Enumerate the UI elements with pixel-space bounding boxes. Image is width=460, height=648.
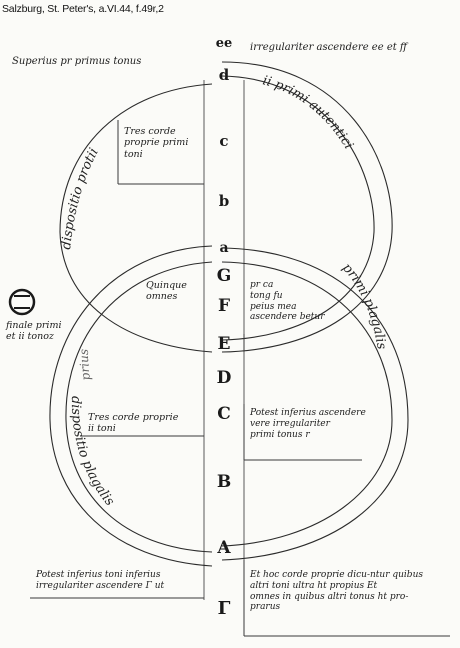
annotation-lower-left-box: Tres corde proprie ii toni	[88, 412, 179, 435]
gamut-letter: D	[216, 368, 232, 388]
gamut-letter: Γ	[217, 598, 231, 619]
gamut-letter: F	[217, 296, 231, 316]
plagal-arc-right-inner	[221, 261, 393, 547]
annotation-mid-right: pr ca tong fu peius mea ascendere betur	[250, 280, 325, 323]
arc-label-upper-right: ii primi autentici	[261, 73, 356, 152]
initial-d-glyph	[14, 295, 30, 309]
annotation-top-right: irregulariter ascendere ee et ff	[250, 42, 408, 53]
gamut-letter: ee	[215, 36, 233, 51]
gamut-letter: C	[217, 404, 231, 424]
arc-label-upper-left: dispositio protii	[59, 146, 102, 251]
gamut-letter: G	[216, 266, 232, 286]
initial-d-glyph	[8, 288, 36, 316]
plagal-arc-left	[49, 245, 213, 567]
plagal-arc-left-inner	[65, 261, 213, 553]
gamut-letter: b	[218, 192, 230, 210]
gamut-letter: A	[217, 538, 231, 558]
annotation-bottom-left: Potest inferius toni inferius irregulari…	[36, 570, 165, 591]
page-caption: Salzburg, St. Peter's, a.VI.44, f.49r,2	[2, 3, 164, 15]
authentic-arc-left	[59, 83, 213, 353]
annotation-final: finale primi et ii tonoz	[6, 320, 62, 343]
annotation-top-left: Superius pr primus tonus	[12, 56, 142, 67]
arc-label-far-left: prius	[77, 349, 93, 382]
authentic-arc-right	[221, 61, 393, 353]
gamut-letter: d	[218, 66, 230, 84]
gamut-letter: c	[219, 132, 229, 150]
annotation-bottom-right: Et hoc corde proprie dicu-ntur quibus al…	[250, 570, 423, 613]
gamut-letter: a	[219, 240, 229, 256]
gamut-letter: B	[216, 472, 232, 492]
gamut-letter: E	[217, 334, 231, 354]
plagal-arc-right	[221, 247, 409, 561]
annotation-upper-left-box: Tres corde proprie primi toni	[124, 126, 189, 160]
authentic-arc-right-inner	[221, 75, 375, 341]
annotation-lower-right-box: Potest inferius ascendere vere irregular…	[250, 408, 366, 440]
annotation-mid-center: Quinque omnes	[146, 280, 187, 303]
